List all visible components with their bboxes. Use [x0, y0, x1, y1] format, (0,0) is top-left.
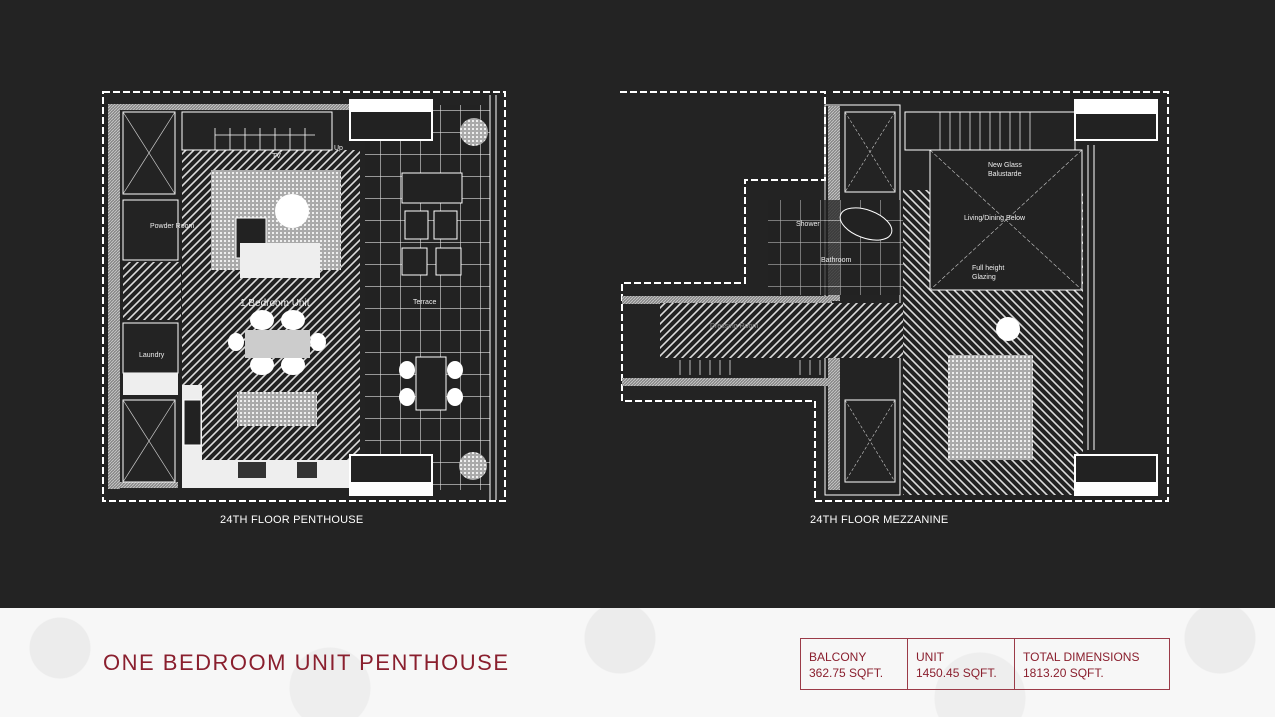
spec-balcony: BALCONY 362.75 SQFT. — [801, 639, 908, 689]
spec-value: 1813.20 SQFT. — [1023, 666, 1104, 680]
label-up: Up — [334, 145, 343, 152]
spec-label: TOTAL DIMENSIONS — [1023, 650, 1140, 664]
spec-value: 362.75 SQFT. — [809, 666, 884, 680]
spec-label: UNIT — [916, 650, 944, 664]
floor-plans: Up TV Powder Room Laundry Terrace 1 Bedr… — [102, 91, 1169, 502]
mezzanine-plan: New Glass Balustarde Living/Dining Below… — [620, 91, 1169, 502]
penthouse-plan: Up TV Powder Room Laundry Terrace 1 Bedr… — [102, 91, 506, 502]
label-shower: Shower — [796, 221, 820, 228]
label-glazing-2: Glazing — [972, 274, 996, 281]
spec-unit: UNIT 1450.45 SQFT. — [908, 639, 1015, 689]
caption-mezzanine: 24TH FLOOR MEZZANINE — [810, 514, 949, 526]
label-glass-2: Balustarde — [988, 171, 1022, 178]
label-living: Living/Dining Below — [964, 215, 1026, 222]
area-specs-table: BALCONY 362.75 SQFT. UNIT 1450.45 SQFT. … — [800, 638, 1170, 690]
spec-total: TOTAL DIMENSIONS 1813.20 SQFT. — [1015, 639, 1169, 689]
label-dressing: Dressing Room — [710, 323, 758, 330]
label-terrace: Terrace — [413, 299, 436, 306]
label-tv: TV — [272, 153, 281, 160]
label-bathroom: Bathroom — [821, 257, 852, 264]
label-glass-1: New Glass — [988, 162, 1022, 169]
label-laundry: Laundry — [139, 352, 165, 359]
caption-penthouse: 24TH FLOOR PENTHOUSE — [220, 514, 364, 526]
spec-value: 1450.45 SQFT. — [916, 666, 997, 680]
info-band — [0, 608, 1275, 717]
spec-label: BALCONY — [809, 650, 867, 664]
label-powder-room: Powder Room — [150, 223, 195, 230]
unit-title: ONE BEDROOM UNIT PENTHOUSE — [103, 650, 510, 675]
label-glazing-1: Full height — [972, 265, 1004, 272]
label-unit: 1 Bedroom Unit — [240, 298, 310, 309]
